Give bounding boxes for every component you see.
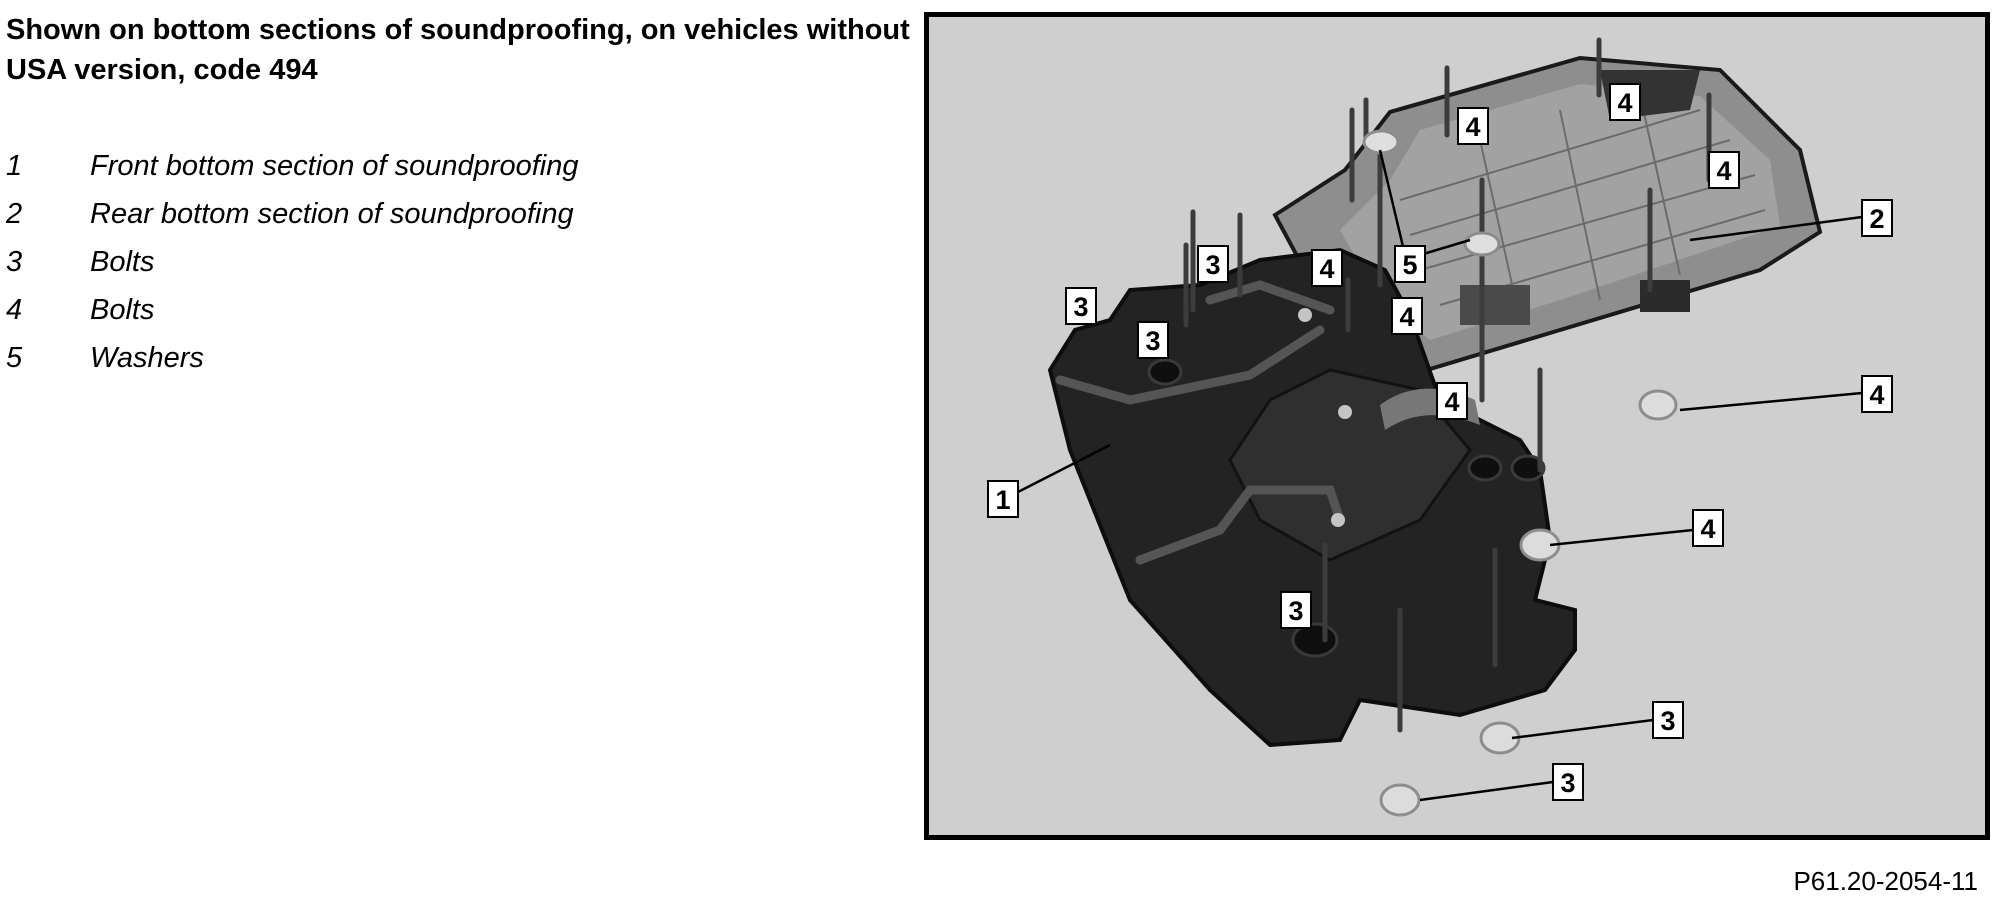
legend-item-label: Bolts <box>90 293 155 326</box>
callout-label: 4 <box>1391 297 1423 335</box>
svg-text:1: 1 <box>995 485 1010 515</box>
callout-label: 3 <box>1652 701 1684 739</box>
parts-legend: 1 Front bottom section of soundproofing 2… <box>6 142 578 382</box>
svg-text:3: 3 <box>1560 768 1575 798</box>
callout-label: 4 <box>1311 249 1343 287</box>
section-heading: Shown on bottom sections of soundproofin… <box>6 14 910 86</box>
rear-panel-mount <box>1460 285 1530 325</box>
callout-label: 4 <box>1609 83 1641 121</box>
callout-label: 3 <box>1065 287 1097 325</box>
rear-panel-inner-surface <box>1340 84 1780 340</box>
svg-text:3: 3 <box>1205 250 1220 280</box>
bolt-icons <box>1183 37 1712 733</box>
exploded-view-illustration: 1 2 3 3 3 3 3 3 4 4 4 4 4 4 4 4 5 <box>987 37 1893 817</box>
front-panel-ribs <box>1055 280 1345 565</box>
callout-label: 3 <box>1137 321 1169 359</box>
svg-text:4: 4 <box>1700 514 1715 544</box>
callout-label: 3 <box>1552 763 1584 801</box>
legend-item: 3 Bolts <box>6 238 578 286</box>
svg-text:4: 4 <box>1617 88 1632 118</box>
callout-label: 3 <box>1197 245 1229 283</box>
svg-text:4: 4 <box>1399 302 1414 332</box>
callout-label: 4 <box>1861 375 1893 413</box>
callout-label: 4 <box>1692 509 1724 547</box>
bolt-cap-icons <box>1379 389 1678 817</box>
legend-item: 4 Bolts <box>6 286 578 334</box>
legend-item-label: Front bottom section of soundproofing <box>90 149 579 182</box>
callout-label: 4 <box>1436 382 1468 420</box>
figure-code: P61.20-2054-11 <box>1793 866 1978 896</box>
legend-item-number: 3 <box>6 245 23 278</box>
svg-text:4: 4 <box>1465 112 1480 142</box>
callout-label: 2 <box>1861 199 1893 237</box>
legend-item-label: Rear bottom section of soundproofing <box>90 197 574 230</box>
svg-text:3: 3 <box>1288 596 1303 626</box>
svg-text:4: 4 <box>1869 380 1884 410</box>
svg-text:4: 4 <box>1444 387 1459 417</box>
legend-item: 1 Front bottom section of soundproofing <box>6 142 578 190</box>
svg-text:4: 4 <box>1716 156 1731 186</box>
callout-label: 4 <box>1457 107 1489 145</box>
callout-label: 5 <box>1394 245 1426 283</box>
legend-item: 2 Rear bottom section of soundproofing <box>6 190 578 238</box>
callout-label: 3 <box>1280 591 1312 629</box>
legend-item-number: 2 <box>6 197 23 230</box>
legend-item-number: 4 <box>6 293 23 326</box>
legend-item-label: Bolts <box>90 245 155 278</box>
exploded-view-figure: 1 2 3 3 3 3 3 3 4 4 4 4 4 4 4 4 5 <box>924 12 1990 840</box>
leader-lines <box>1017 149 1863 802</box>
legend-item-number: 5 <box>6 341 23 374</box>
svg-text:5: 5 <box>1402 250 1417 280</box>
legend-item: 5 Washers <box>6 334 578 382</box>
callout-label: 1 <box>987 480 1019 518</box>
front-panel-highlights <box>1298 308 1352 527</box>
svg-text:4: 4 <box>1319 254 1334 284</box>
svg-text:3: 3 <box>1073 292 1088 322</box>
svg-text:3: 3 <box>1660 706 1675 736</box>
callout-label: 4 <box>1708 151 1740 189</box>
svg-text:2: 2 <box>1869 204 1884 234</box>
legend-item-label: Washers <box>90 341 204 374</box>
legend-item-number: 1 <box>6 149 23 182</box>
svg-text:3: 3 <box>1145 326 1160 356</box>
